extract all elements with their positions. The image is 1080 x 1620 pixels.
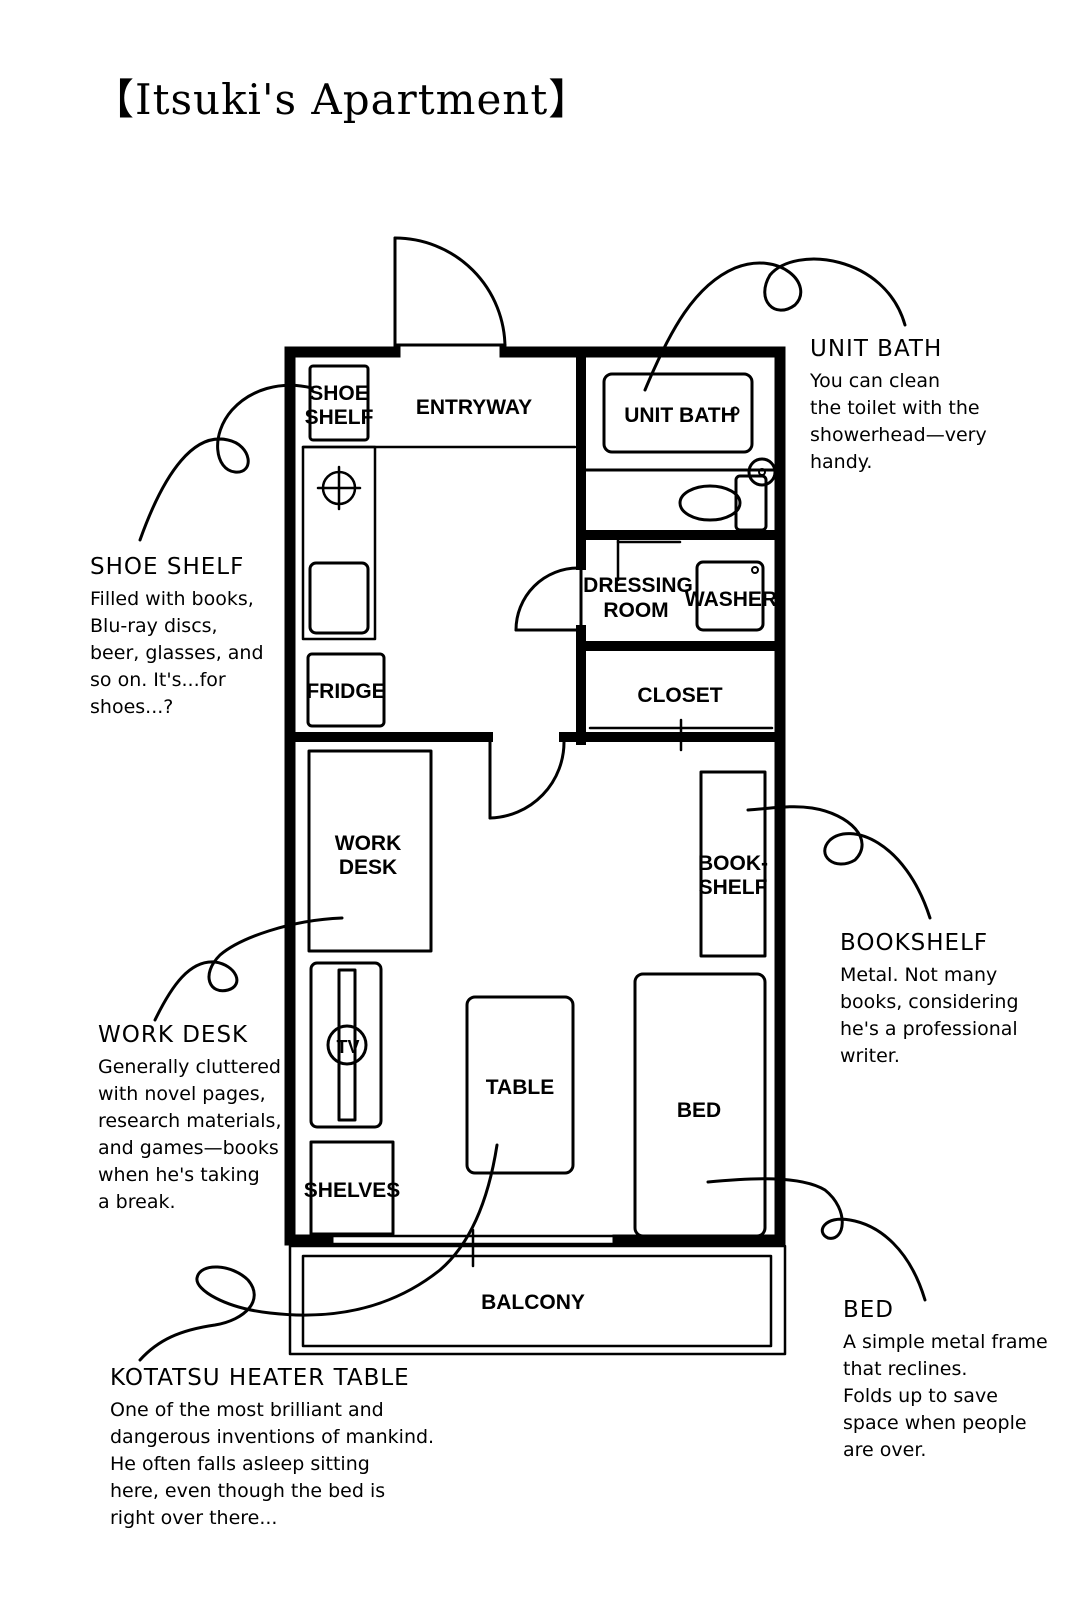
callout-shoe-shelf: [138, 383, 314, 542]
main-room-door: [488, 739, 566, 820]
label-dressing-room-2: ROOM: [603, 599, 668, 622]
note-bookshelf-line: writer.: [840, 1045, 900, 1067]
note-bookshelf-line: Metal. Not many: [840, 964, 998, 986]
shelves: [309, 1140, 395, 1236]
label-shoe-shelf-1: SHOE: [309, 382, 369, 405]
tv-screen: [337, 968, 357, 1122]
note-bookshelf: BOOKSHELF Metal. Not many books, conside…: [840, 930, 1019, 1070]
kotatsu-table: [465, 995, 575, 1175]
callout-kotatsu: [138, 1143, 499, 1362]
note-bed-line: space when people: [843, 1412, 1027, 1434]
label-fridge: FRIDGE: [306, 680, 385, 703]
entry-door: [393, 236, 507, 354]
label-bookshelf-2: SHELF: [699, 876, 768, 899]
label-bed: BED: [677, 1099, 721, 1122]
note-work-desk-line: research materials,: [98, 1110, 282, 1132]
note-unit-bath: UNIT BATH You can clean the toilet with …: [810, 336, 987, 476]
note-bookshelf-line: he's a professional: [840, 1018, 1018, 1040]
note-unit-bath-line: You can clean: [810, 370, 941, 392]
label-bookshelf-1: BOOK-: [698, 852, 768, 875]
note-shoe-shelf-heading: SHOE SHELF: [90, 554, 245, 580]
callout-unit-bath: [643, 257, 907, 392]
label-entryway: ENTRYWAY: [416, 396, 532, 419]
shoe-shelf: [308, 364, 370, 442]
note-bed-line: are over.: [843, 1439, 927, 1461]
note-bed-line: that reclines.: [843, 1358, 968, 1380]
room-labels: SHOE SHELF ENTRYWAY UNIT BATH DRESSING R…: [304, 382, 777, 1314]
note-bookshelf-heading: BOOKSHELF: [840, 930, 989, 956]
note-kotatsu-line: He often falls asleep sitting: [110, 1453, 370, 1475]
note-bed-line: Folds up to save: [843, 1385, 998, 1407]
label-washer: WASHER: [685, 588, 777, 611]
callout-bed: [706, 1177, 927, 1302]
callout-work-desk: [153, 916, 344, 1022]
note-bed: BED A simple metal frame that reclines. …: [843, 1297, 1048, 1464]
note-unit-bath-line: showerhead—very: [810, 424, 987, 446]
label-table: TABLE: [486, 1076, 554, 1099]
callout-lines: [138, 257, 932, 1362]
note-work-desk-line: and games—books: [98, 1137, 279, 1159]
label-tv: TV: [336, 1037, 359, 1057]
note-bed-heading: BED: [843, 1297, 895, 1323]
washer-dial: [751, 566, 759, 574]
kitchen-sink: [308, 561, 370, 635]
note-work-desk-line: with novel pages,: [98, 1083, 266, 1105]
kitchen-counter: [301, 445, 377, 641]
note-shoe-shelf-line: Filled with books,: [90, 588, 254, 610]
label-work-desk-2: DESK: [339, 856, 397, 879]
closet-rails: [588, 718, 774, 752]
balcony-door: [328, 1228, 620, 1268]
stove-burner: [316, 465, 362, 511]
callout-bookshelf: [746, 805, 932, 920]
tv-stand: [309, 961, 383, 1129]
label-work-desk-1: WORK: [335, 832, 402, 855]
toilet: [678, 457, 777, 532]
note-kotatsu-heading: KOTATSU HEATER TABLE: [110, 1365, 410, 1391]
tv-icon: [326, 1024, 368, 1066]
note-kotatsu: KOTATSU HEATER TABLE One of the most bri…: [110, 1365, 434, 1532]
note-unit-bath-line: the toilet with the: [810, 397, 980, 419]
note-shoe-shelf-line: Blu-ray discs,: [90, 615, 218, 637]
bed: [633, 972, 767, 1238]
note-shoe-shelf-line: beer, glasses, and: [90, 642, 264, 664]
bathtub-drain: [730, 406, 740, 416]
label-shoe-shelf-2: SHELF: [305, 406, 374, 429]
note-work-desk-heading: WORK DESK: [98, 1022, 249, 1048]
note-kotatsu-line: here, even though the bed is: [110, 1480, 386, 1502]
bookshelf: [699, 770, 767, 958]
bathtub: [602, 372, 754, 454]
outer-walls: [284, 346, 786, 1246]
note-shoe-shelf-line: shoes...?: [90, 696, 174, 718]
label-shelves: SHELVES: [304, 1179, 400, 1202]
page-title: 【Itsuki's Apartment】: [92, 75, 592, 124]
note-work-desk-line: when he's taking: [98, 1164, 260, 1186]
note-unit-bath-line: handy.: [810, 451, 873, 473]
work-desk: [307, 749, 433, 953]
washer: [695, 560, 765, 632]
note-unit-bath-heading: UNIT BATH: [810, 336, 943, 362]
label-dressing-room-1: DRESSING: [583, 574, 693, 597]
label-unit-bath: UNIT BATH: [624, 404, 736, 427]
note-work-desk-line: Generally cluttered: [98, 1056, 281, 1078]
note-shoe-shelf-line: so on. It's...for: [90, 669, 226, 691]
note-kotatsu-line: dangerous inventions of mankind.: [110, 1426, 435, 1448]
note-kotatsu-line: right over there...: [110, 1507, 278, 1529]
note-shoe-shelf: SHOE SHELF Filled with books, Blu-ray di…: [90, 554, 264, 721]
fridge: [306, 652, 386, 728]
note-bookshelf-line: books, considering: [840, 991, 1019, 1013]
balcony: [288, 1244, 787, 1356]
note-work-desk: WORK DESK Generally cluttered with novel…: [98, 1022, 281, 1216]
dressing-room-door: [514, 566, 583, 632]
note-work-desk-line: a break.: [98, 1191, 176, 1213]
label-closet: CLOSET: [637, 684, 722, 707]
label-balcony: BALCONY: [481, 1291, 585, 1314]
note-kotatsu-line: One of the most brilliant and: [110, 1399, 384, 1421]
note-bed-line: A simple metal frame: [843, 1331, 1048, 1353]
